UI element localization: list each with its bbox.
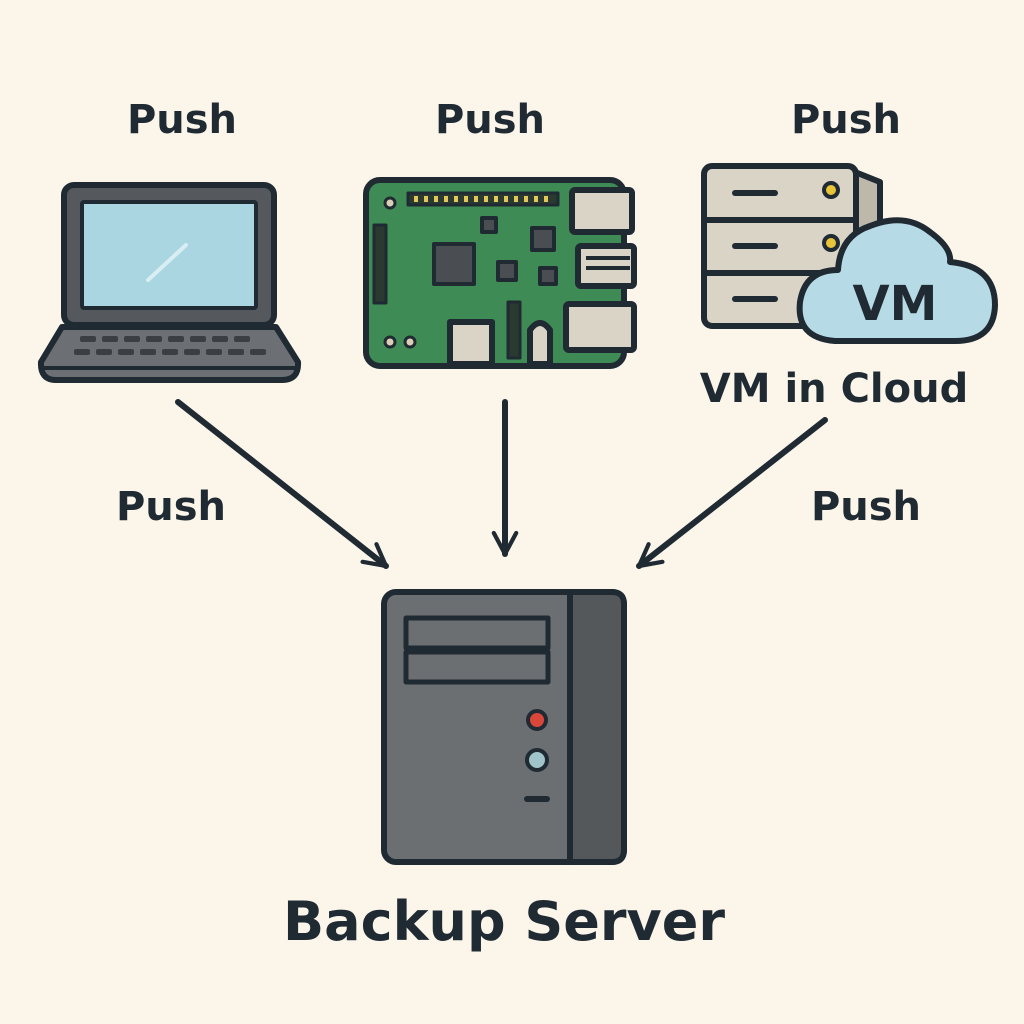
laptop-to-server-arrow	[175, 399, 389, 569]
cloud-to-server-arrow	[636, 417, 828, 569]
board-push-label: Push	[435, 97, 545, 143]
cloud-push-label: Push	[791, 97, 901, 143]
vm-badge-label: VM	[853, 276, 938, 332]
single-board-computer-icon	[363, 177, 637, 369]
server-tower-icon	[381, 589, 627, 865]
laptop-push-label: Push	[127, 97, 237, 143]
left-arrow-push-label: Push	[116, 484, 226, 530]
right-arrow-push-label: Push	[811, 484, 921, 530]
cloud-server-icon	[701, 163, 998, 344]
server-caption: Backup Server	[283, 890, 725, 953]
laptop-icon	[37, 182, 302, 383]
cloud-caption: VM in Cloud	[700, 366, 968, 412]
push-arrows	[175, 399, 828, 569]
